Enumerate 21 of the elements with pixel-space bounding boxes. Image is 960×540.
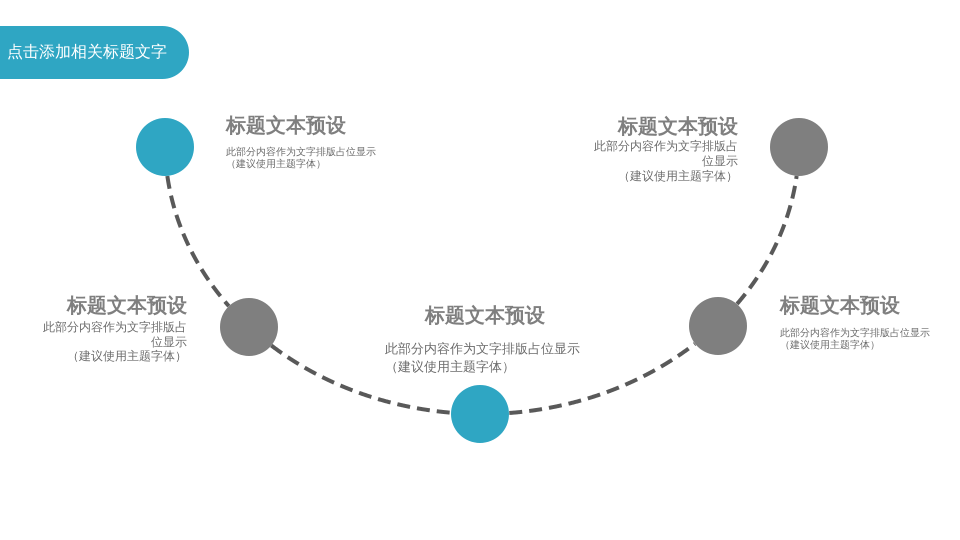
step-note: （建议使用主题字体） — [226, 159, 327, 171]
step-heading: 标题文本预设 — [226, 115, 347, 137]
step-heading: 标题文本预设 — [424, 305, 546, 327]
step-note: （建议使用主题字体） — [780, 340, 881, 351]
circle-marker — [689, 297, 747, 355]
step-heading: 标题文本预设 — [66, 295, 187, 317]
dashed-connector — [165, 174, 231, 308]
step-note: （建议使用主题字体） — [617, 169, 738, 184]
dashed-connector — [508, 342, 696, 415]
step-description: 此部分内容作为文字排版占位显示 — [780, 328, 931, 340]
dashed-connector — [270, 344, 452, 415]
title-text: 点击添加相关标题文字 — [7, 42, 167, 63]
step-description: 此部分内容作为文字排版占位显示 — [385, 340, 581, 358]
dashed-connector — [735, 174, 799, 306]
step-note: （建议使用主题字体） — [385, 358, 516, 376]
step-heading: 标题文本预设 — [780, 295, 901, 317]
step-note: （建议使用主题字体） — [66, 349, 187, 364]
step-description: 此部分内容作为文字排版占位显示 — [42, 320, 187, 349]
step-heading: 标题文本预设 — [616, 116, 738, 138]
step-description: 此部分内容作为文字排版占位显示 — [593, 139, 738, 169]
step-description: 此部分内容作为文字排版占位显示 — [226, 147, 377, 158]
